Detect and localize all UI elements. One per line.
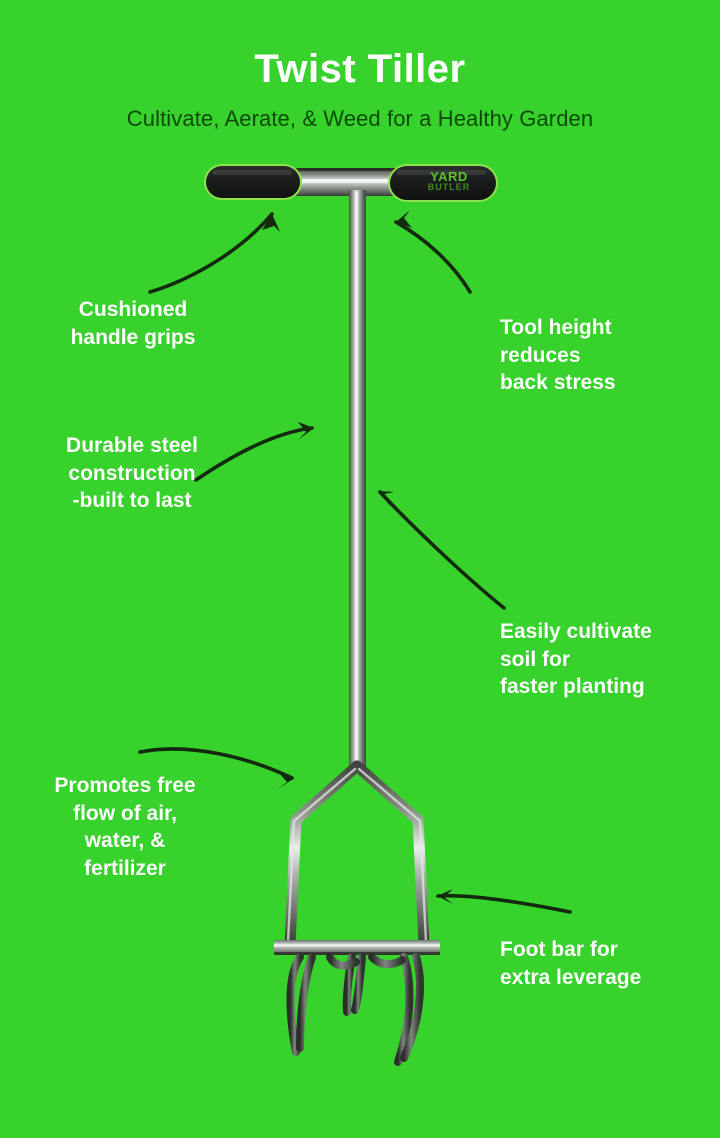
callout-line: soil for [500,647,571,671]
callout-line: -built to last [72,489,192,513]
callout-steel-construction: Durable steel construction -built to las… [22,432,242,515]
callout-line: Easily cultivate [500,620,652,643]
foot-bar [274,940,440,955]
callout-line: extra leverage [500,965,642,989]
callout-line: reduces [500,343,581,367]
brand-name-butler: BUTLER [427,182,471,192]
tiller-tines [286,953,424,1066]
callout-handle-grips: Cushioned handle grips [28,296,238,351]
callout-line: flow of air, [73,801,177,825]
callout-line: Durable steel [66,434,198,457]
tiller-head-frame [284,760,430,950]
callout-line: Promotes free [54,774,196,797]
callout-line: faster planting [500,675,645,699]
callout-foot-bar: Foot bar for extra leverage [500,936,710,991]
callout-line: handle grips [70,325,196,349]
tiller-head-highlight [286,767,428,944]
page-title: Twist Tiller [254,47,466,91]
page-subtitle: Cultivate, Aerate, & Weed for a Healthy … [126,106,594,131]
steel-shaft [349,190,366,770]
callout-line: Foot bar for [500,938,618,961]
callout-tool-height: Tool height reduces back stress [500,314,710,397]
callout-easily-cultivate: Easily cultivate soil for faster plantin… [500,618,715,701]
brand-logo: YARD BUTLER [412,170,486,192]
callout-air-flow: Promotes free flow of air, water, & fert… [20,772,230,883]
callout-line: back stress [500,371,616,395]
callout-line: construction [68,461,196,485]
callout-line: Cushioned [78,298,188,321]
callout-line: water, & [84,829,166,853]
callout-line: Tool height [500,316,612,339]
callout-line: fertilizer [84,857,166,881]
brand-name-yard: YARD [430,169,468,184]
cushioned-handle-grip-left [204,164,302,200]
cushioned-handle-grip-right [388,164,498,202]
